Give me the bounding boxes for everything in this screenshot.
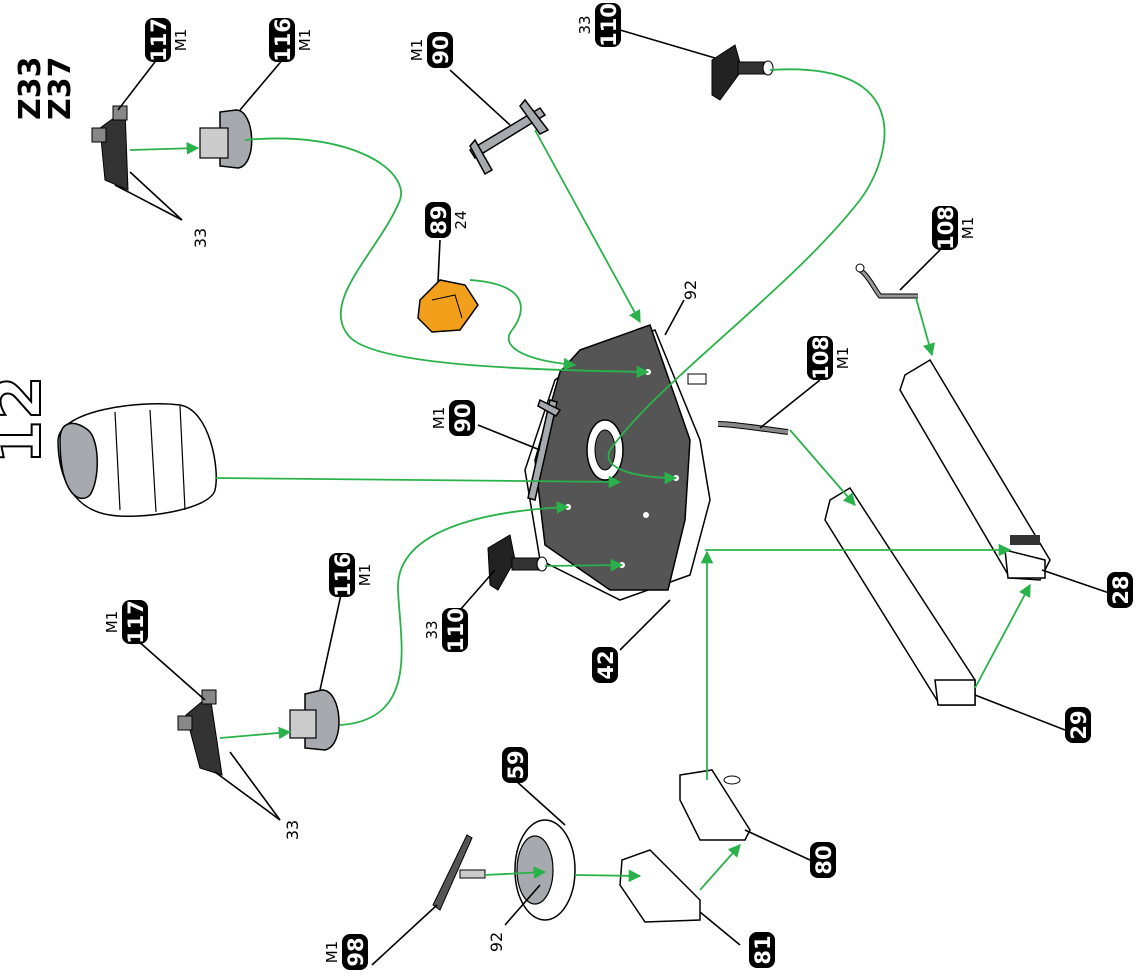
header-line2: Z37 [43, 56, 78, 120]
callout-110-top-sub: 33 [576, 15, 594, 34]
callout-108-top-sub: M1 [959, 217, 977, 240]
bracket-part-81 [619, 849, 701, 923]
callout-28: 28 [1107, 572, 1133, 608]
callout-28-number: 28 [1109, 575, 1133, 604]
callout-116-bottom: 116 M1 [329, 553, 374, 597]
callout-42-number: 42 [594, 650, 618, 679]
callout-117-top: 117 M1 [145, 18, 190, 62]
callout-89: 89 24 [425, 202, 470, 238]
callout-80: 80 [810, 842, 836, 878]
callout-110-mid-number: 110 [444, 608, 468, 652]
latch-part-bottom [289, 689, 340, 751]
shaft-part-top [468, 98, 550, 176]
callout-108-mid-sub: M1 [834, 347, 852, 370]
base-plate-part [524, 324, 711, 601]
connector-part-top [91, 105, 129, 191]
callout-90-top: 90 M1 [408, 32, 453, 68]
label-33-bottom: 33 [283, 820, 302, 840]
connector-part-bottom [177, 689, 223, 776]
orange-block-part [417, 279, 479, 333]
bin-part [57, 403, 217, 518]
callout-117-bottom-number: 117 [124, 600, 148, 644]
model-header: Z33 Z37 [13, 56, 78, 120]
callout-117-top-number: 117 [147, 18, 171, 62]
callout-108-top: 108 M1 [932, 206, 977, 250]
callout-116-bottom-sub: M1 [356, 564, 374, 587]
callout-90-mid-sub: M1 [430, 407, 448, 430]
callout-110-top-number: 110 [597, 3, 621, 47]
pin-part-top [855, 263, 918, 299]
callout-116-bottom-number: 116 [331, 553, 355, 597]
callout-108-mid: 108 M1 [807, 336, 852, 380]
callout-98-number: 98 [344, 937, 368, 966]
callout-108-top-number: 108 [934, 206, 958, 250]
bracket-part-80 [679, 769, 751, 841]
callout-110-top: 110 33 [576, 3, 621, 47]
spool-part [514, 819, 576, 921]
leader-lines [114, 29, 1116, 966]
label-33-top-text: 33 [191, 228, 210, 248]
callout-59: 59 [502, 747, 528, 783]
callout-116-top-number: 116 [271, 18, 295, 62]
screw-part-mid [487, 534, 548, 591]
callout-29: 29 [1065, 707, 1091, 743]
callout-116-top: 116 M1 [269, 18, 314, 62]
header-line1: Z33 [13, 56, 48, 120]
callout-110-mid: 110 33 [423, 608, 468, 652]
callout-117-bottom: 117 M1 [103, 600, 148, 644]
callout-81: 81 [749, 932, 775, 968]
label-92-plate: 92 [681, 280, 700, 300]
callout-29-number: 29 [1067, 710, 1091, 739]
callout-89-sub: 24 [452, 210, 470, 229]
label-92-spool: 92 [487, 932, 506, 952]
frame-part-29 [824, 486, 976, 706]
callout-90-top-number: 90 [429, 35, 453, 64]
callout-42: 42 [592, 647, 618, 683]
rod-part [432, 834, 486, 911]
callout-90-mid-number: 90 [451, 403, 475, 432]
big-number-12: 12 [0, 374, 57, 465]
pin-part-mid [717, 421, 789, 435]
shaft-part-mid [527, 398, 562, 501]
callout-108-mid-number: 108 [809, 336, 833, 380]
callout-117-bottom-sub: M1 [103, 611, 121, 634]
callout-89-number: 89 [427, 205, 451, 234]
callout-59-number: 59 [504, 750, 528, 779]
callout-98: 98 M1 [323, 934, 368, 970]
frame-part-28 [899, 358, 1051, 581]
assembly-arrows [129, 68, 1031, 891]
callout-117-top-sub: M1 [172, 29, 190, 52]
label-92-spool-text: 92 [487, 932, 506, 952]
label-92-plate-text: 92 [681, 280, 700, 300]
callout-110-mid-sub: 33 [423, 620, 441, 639]
latch-part-top [199, 109, 253, 169]
callout-90-top-sub: M1 [408, 39, 426, 62]
callout-98-sub: M1 [323, 941, 341, 964]
label-33-top: 33 [191, 228, 210, 248]
callout-116-top-sub: M1 [296, 29, 314, 52]
callout-90-mid: 90 M1 [430, 400, 475, 436]
screw-part-top [711, 44, 774, 101]
label-33-bottom-text: 33 [283, 820, 302, 840]
callout-80-number: 80 [812, 845, 836, 874]
callout-81-number: 81 [751, 935, 775, 964]
big-number-12-text: 12 [0, 375, 56, 464]
